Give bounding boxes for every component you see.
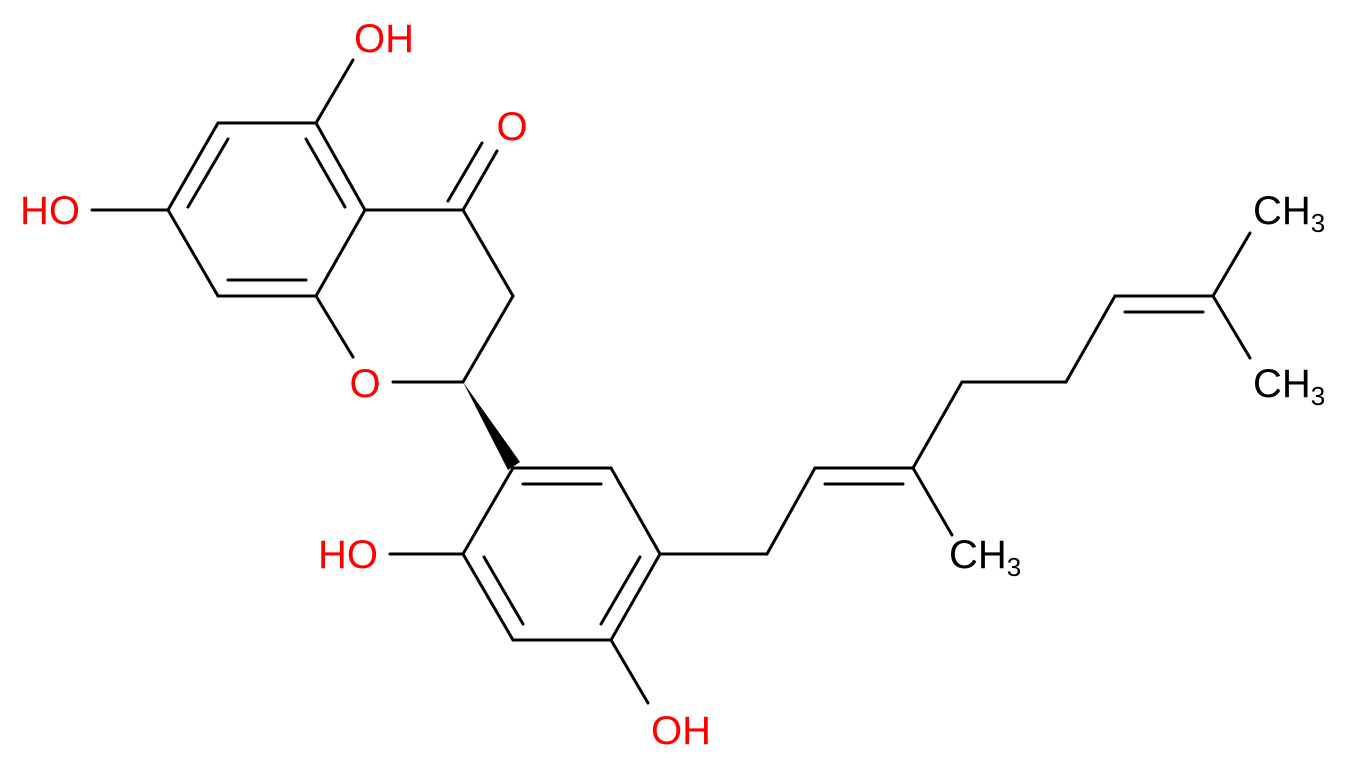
bond-a2 bbox=[166, 121, 220, 212]
label-ch3-chain-sub: 3 bbox=[1007, 552, 1021, 582]
label-ch3-chain-base: CH bbox=[949, 533, 1007, 577]
bond-b-oh bbox=[609, 638, 650, 705]
label-o-ring: O bbox=[349, 362, 380, 406]
bond-c3-c2 bbox=[461, 294, 515, 384]
label-ch3-top: CH3 bbox=[1253, 189, 1325, 238]
bond-c4-o-2 bbox=[446, 141, 484, 203]
bond-chain-9 bbox=[1211, 294, 1252, 360]
bond-b6 bbox=[461, 466, 515, 556]
bond-chain-6 bbox=[1064, 294, 1117, 384]
stereo-wedge-bond bbox=[463, 382, 520, 470]
label-oh-top: OH bbox=[354, 17, 414, 61]
label-ch3-top-sub: 3 bbox=[1311, 208, 1325, 238]
bond-chain-8 bbox=[1211, 231, 1252, 298]
bond-c4-c3 bbox=[461, 208, 515, 298]
atom-labels: OH HO O O HO OH CH3 CH3 CH3 bbox=[20, 17, 1325, 753]
bond-a6-inner bbox=[304, 137, 347, 209]
label-ho-mid: HO bbox=[318, 533, 378, 577]
bond-chain-4 bbox=[911, 380, 964, 470]
bond-b5 bbox=[461, 552, 515, 642]
bond-b2 bbox=[609, 466, 662, 556]
bond-chain-methyl bbox=[911, 466, 954, 537]
label-ch3-right: CH3 bbox=[1253, 362, 1325, 411]
bond-chain-2 bbox=[765, 466, 817, 556]
label-o-ketone: O bbox=[496, 105, 527, 149]
bond-a2-inner bbox=[186, 137, 230, 209]
bond-a3 bbox=[166, 208, 220, 298]
bond-b3 bbox=[609, 552, 662, 642]
label-ho-left: HO bbox=[20, 189, 80, 233]
label-ch3-chain: CH3 bbox=[949, 533, 1021, 582]
bonds bbox=[90, 58, 1252, 705]
bond-o1-c8a bbox=[314, 294, 355, 359]
bond-c5-oh bbox=[314, 58, 355, 125]
bond-a5 bbox=[314, 208, 367, 298]
label-ch3-right-base: CH bbox=[1253, 362, 1311, 406]
bond-b5-inner bbox=[482, 555, 525, 626]
label-oh-bottom: OH bbox=[651, 709, 711, 753]
bond-b3-inner bbox=[599, 555, 642, 626]
bond-a6 bbox=[314, 121, 367, 212]
label-ch3-right-sub: 3 bbox=[1311, 381, 1325, 411]
label-ch3-top-base: CH bbox=[1253, 189, 1311, 233]
bond-c4-o-1 bbox=[461, 149, 499, 212]
